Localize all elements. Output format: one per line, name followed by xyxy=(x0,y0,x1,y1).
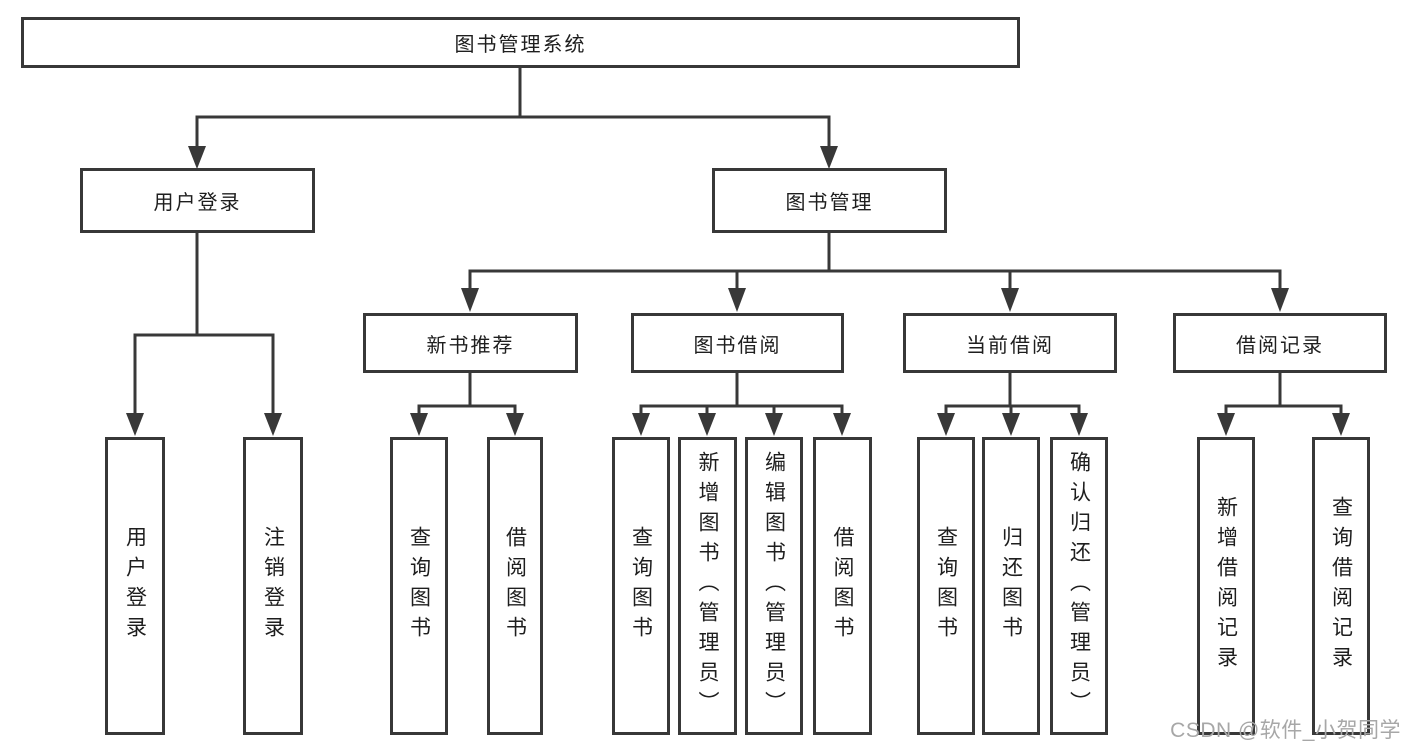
node-new-book-recommend: 新书推荐 xyxy=(363,313,578,373)
connector-book-borrowing-to-leaves xyxy=(632,371,851,436)
node-library-management-system: 图书管理系统 xyxy=(21,17,1020,68)
node-book-management: 图书管理 xyxy=(712,168,947,233)
connector-root-to-level2 xyxy=(188,66,838,169)
leaf-query-borrow-record: 查询借阅记录 xyxy=(1312,437,1370,735)
connector-book-management-to-level3 xyxy=(461,231,1289,312)
leaf-user-login: 用户登录 xyxy=(105,437,165,735)
leaf-edit-book-admin: 编辑图书（管理员） xyxy=(745,437,803,735)
connector-user-login-to-leaves xyxy=(126,231,282,436)
leaf-borrow-books-2: 借阅图书 xyxy=(813,437,872,735)
connector-borrowing-records-to-leaves xyxy=(1217,371,1350,436)
leaf-query-books-1: 查询图书 xyxy=(390,437,448,735)
connector-current-borrowing-to-leaves xyxy=(937,371,1088,436)
leaf-query-books-2: 查询图书 xyxy=(612,437,670,735)
leaf-confirm-return-admin: 确认归还（管理员） xyxy=(1050,437,1108,735)
node-user-login: 用户登录 xyxy=(80,168,315,233)
connector-new-book-recommend-to-leaves xyxy=(410,371,524,436)
csdn-watermark: CSDN @软件_小贺同学 xyxy=(1170,719,1401,742)
leaf-return-book: 归还图书 xyxy=(982,437,1040,735)
node-current-borrowing: 当前借阅 xyxy=(903,313,1117,373)
node-borrowing-records: 借阅记录 xyxy=(1173,313,1387,373)
leaf-add-book-admin: 新增图书（管理员） xyxy=(678,437,737,735)
leaf-logout: 注销登录 xyxy=(243,437,303,735)
leaf-add-borrow-record: 新增借阅记录 xyxy=(1197,437,1255,735)
node-book-borrowing: 图书借阅 xyxy=(631,313,844,373)
leaf-query-books-3: 查询图书 xyxy=(917,437,975,735)
leaf-borrow-books-1: 借阅图书 xyxy=(487,437,543,735)
